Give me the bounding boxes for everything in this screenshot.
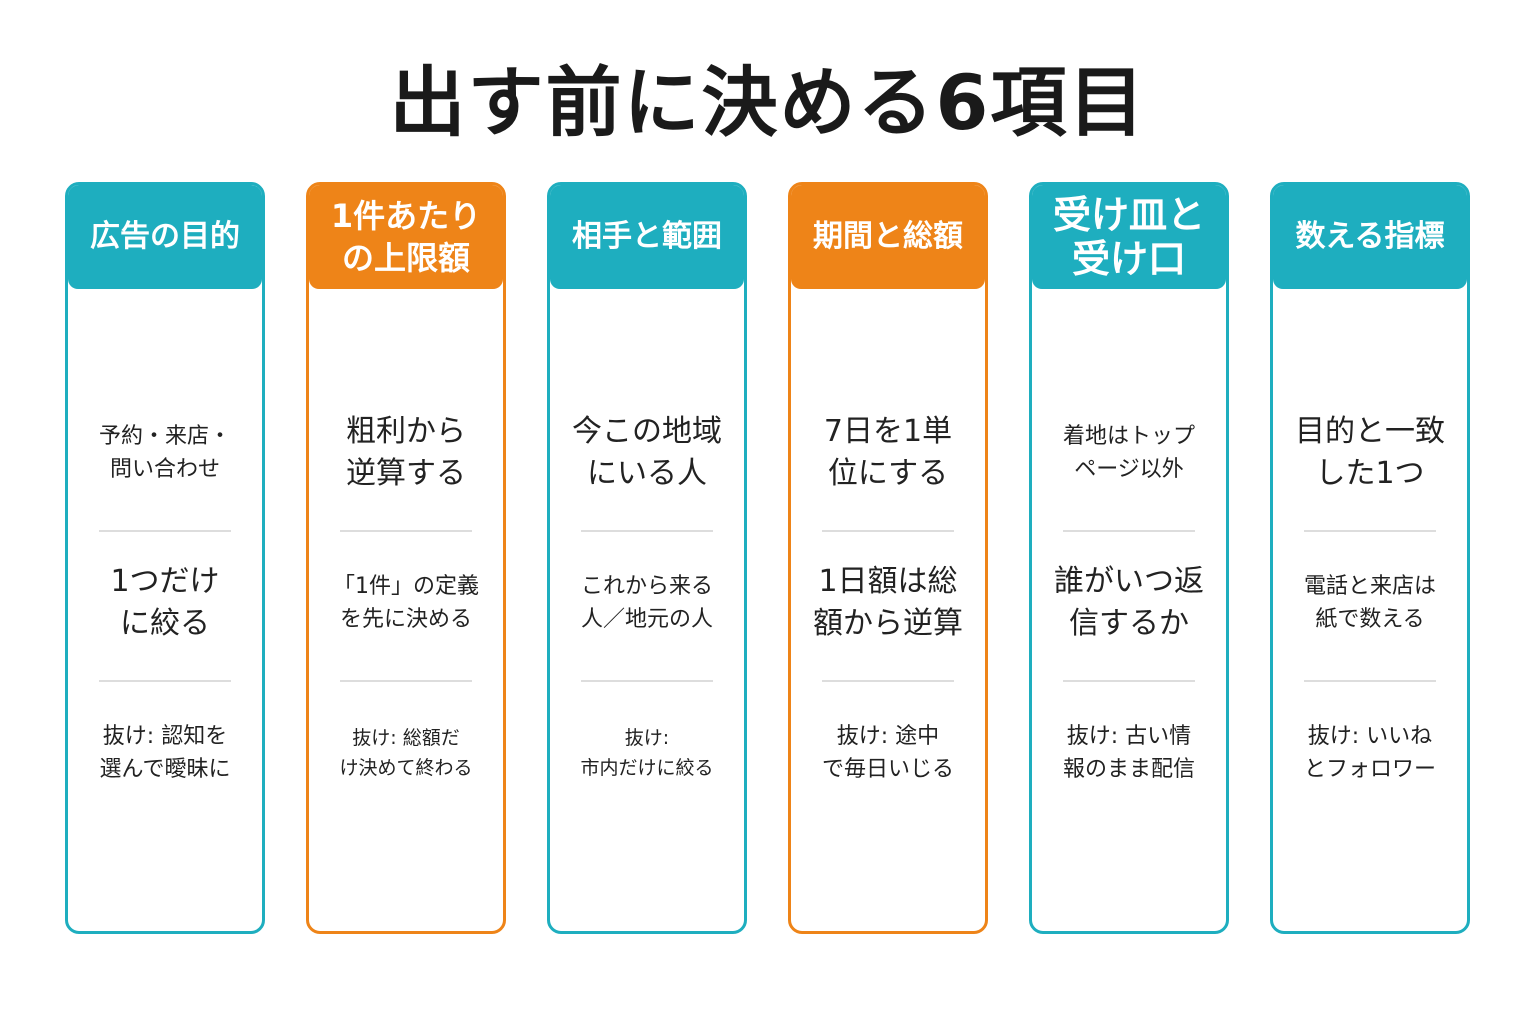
divider: [340, 680, 472, 682]
divider: [1063, 680, 1195, 682]
column-cell-rule: 1日額は総 額から逆算: [813, 564, 963, 641]
column-cell-pitfall: 抜け: 古い情 報のまま配信: [1062, 724, 1195, 782]
column-metrics: 数える指標 目的と一致 した1つ 電話と来店は 紙で数える 抜け: いいね とフ…: [1270, 182, 1470, 934]
divider: [1063, 530, 1195, 532]
column-header: 期間と総額: [791, 185, 985, 289]
divider: [99, 680, 231, 682]
column-cell-rule: 電話と来店は 紙で数える: [1303, 574, 1436, 632]
divider: [340, 530, 472, 532]
divider: [581, 680, 713, 682]
column-cell-pitfall: 抜け: 途中 で毎日いじる: [821, 724, 954, 782]
column-header: 数える指標: [1273, 185, 1467, 289]
column-cell-goal: 着地はトップ ページ以外: [1062, 424, 1195, 482]
column-cell-rule: これから来る 人／地元の人: [580, 574, 713, 632]
column-cell-pitfall: 抜け: 市内だけに絞る: [580, 727, 714, 779]
column-cell-pitfall: 抜け: 認知を 選んで曖昧に: [99, 724, 231, 782]
column-cell-goal: 7日を1単 位にする: [823, 414, 953, 491]
column-header: 広告の目的: [68, 185, 262, 289]
column-header: 1件あたり の上限額: [309, 185, 503, 289]
divider: [1304, 680, 1436, 682]
column-audience-area: 相手と範囲 今この地域 にいる人 これから来る 人／地元の人 抜け: 市内だけに…: [547, 182, 747, 934]
divider: [581, 530, 713, 532]
column-cell-goal: 粗利から 逆算する: [346, 414, 466, 491]
divider: [822, 530, 954, 532]
divider: [1304, 530, 1436, 532]
column-cell-rule: 1つだけ に絞る: [110, 564, 220, 641]
column-cell-goal: 目的と一致 した1つ: [1295, 414, 1445, 491]
column-cell-rule: 誰がいつ返 信するか: [1054, 564, 1204, 641]
column-landing-response: 受け皿と 受け口 着地はトップ ページ以外 誰がいつ返 信するか 抜け: 古い情…: [1029, 182, 1229, 934]
column-header: 相手と範囲: [550, 185, 744, 289]
divider: [822, 680, 954, 682]
column-cell-goal: 予約・来店・ 問い合わせ: [98, 424, 231, 482]
column-period-budget: 期間と総額 7日を1単 位にする 1日額は総 額から逆算 抜け: 途中 で毎日い…: [788, 182, 988, 934]
column-ad-purpose: 広告の目的 予約・来店・ 問い合わせ 1つだけ に絞る 抜け: 認知を 選んで曖…: [65, 182, 265, 934]
page-title: 出す前に決める6項目: [389, 58, 1147, 147]
column-cell-rule: 「1件」の定義 を先に決める: [333, 574, 479, 632]
column-cell-goal: 今この地域 にいる人: [572, 414, 722, 491]
column-cost-per-result: 1件あたり の上限額 粗利から 逆算する 「1件」の定義 を先に決める 抜け: …: [306, 182, 506, 934]
column-header: 受け皿と 受け口: [1032, 185, 1226, 289]
column-cell-pitfall: 抜け: 総額だ け決めて終わる: [339, 727, 473, 779]
divider: [99, 530, 231, 532]
column-cell-pitfall: 抜け: いいね とフォロワー: [1303, 724, 1436, 782]
